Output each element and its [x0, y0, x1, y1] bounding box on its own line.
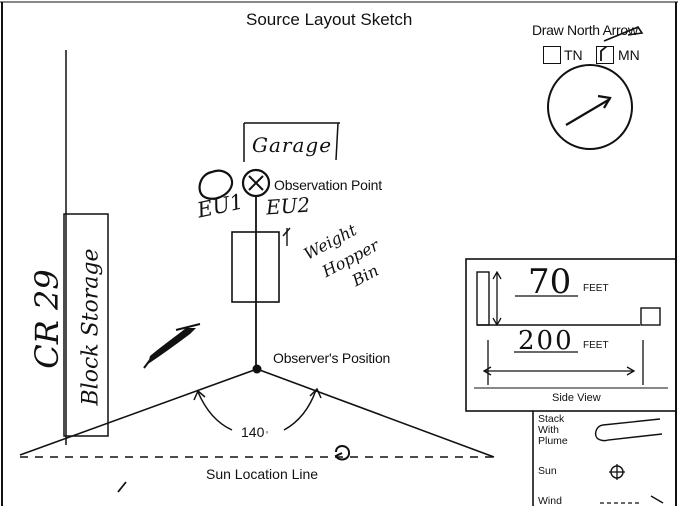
angle-line-left [19, 368, 258, 456]
eu1-circle [198, 169, 234, 200]
stack-height-value: 70 [528, 262, 572, 302]
tn-checkbox[interactable] [543, 46, 561, 64]
north-arrow-compass [547, 64, 633, 150]
wind-direction-scribble [143, 323, 201, 369]
sun-position-mark [334, 445, 351, 461]
legend-stack-line-1: Stack [538, 413, 565, 425]
tn-label: TN [564, 47, 583, 63]
garage-outline [243, 122, 340, 162]
sun-crosshair-icon [609, 464, 625, 480]
block-storage-handwriting: Block Storage [78, 248, 104, 406]
angle-value: 140 [241, 424, 265, 440]
hopper-bin-box [231, 231, 280, 303]
observation-point-label: Observation Point [274, 177, 382, 193]
degree-mark: ◦ [265, 427, 269, 437]
wind-arrow-icon [600, 495, 664, 504]
side-view-caption: Side View [552, 392, 601, 404]
eu2-handwriting: EU2 [265, 192, 311, 220]
angle-label: 140◦ [239, 424, 271, 440]
side-view-stack [476, 271, 490, 326]
road-name-handwriting: CR 29 [28, 269, 66, 369]
distance-value: 200 [518, 326, 574, 356]
angle-arc-left [197, 391, 233, 431]
legend-wind: Wind [538, 495, 562, 507]
side-view-observer [640, 307, 661, 326]
mn-checkbox-mark [600, 47, 608, 61]
observers-position-label: Observer's Position [273, 350, 391, 366]
stray-pen-mark [117, 481, 127, 493]
legend-stack-with-plume: Stack With Plume [538, 414, 568, 447]
legend-stack-line-2: With [538, 424, 559, 436]
north-arrow-shaft [565, 98, 611, 126]
sun-location-line-label: Sun Location Line [206, 466, 319, 482]
mn-label: MN [618, 47, 640, 63]
distance-unit: FEET [583, 340, 609, 351]
block-storage-building [63, 213, 109, 437]
mn-checkbox[interactable] [596, 46, 614, 64]
side-view-panel [465, 258, 677, 412]
form-title: Source Layout Sketch [246, 10, 413, 29]
garage-handwriting: Garage [252, 133, 333, 157]
observation-point-marker [241, 168, 271, 198]
stack-height-unit: FEET [583, 283, 609, 294]
stack-plume-icon [594, 418, 663, 442]
angle-line-right [256, 368, 495, 458]
angle-arc-right [283, 389, 317, 431]
north-arrow-label: Draw North Arrow [532, 22, 638, 38]
legend-sun: Sun [538, 465, 557, 477]
legend-stack-line-3: Plume [538, 435, 568, 447]
north-arrow-head [597, 94, 612, 109]
north-arrow-label-scribble [603, 26, 644, 42]
legend-panel [532, 411, 664, 506]
